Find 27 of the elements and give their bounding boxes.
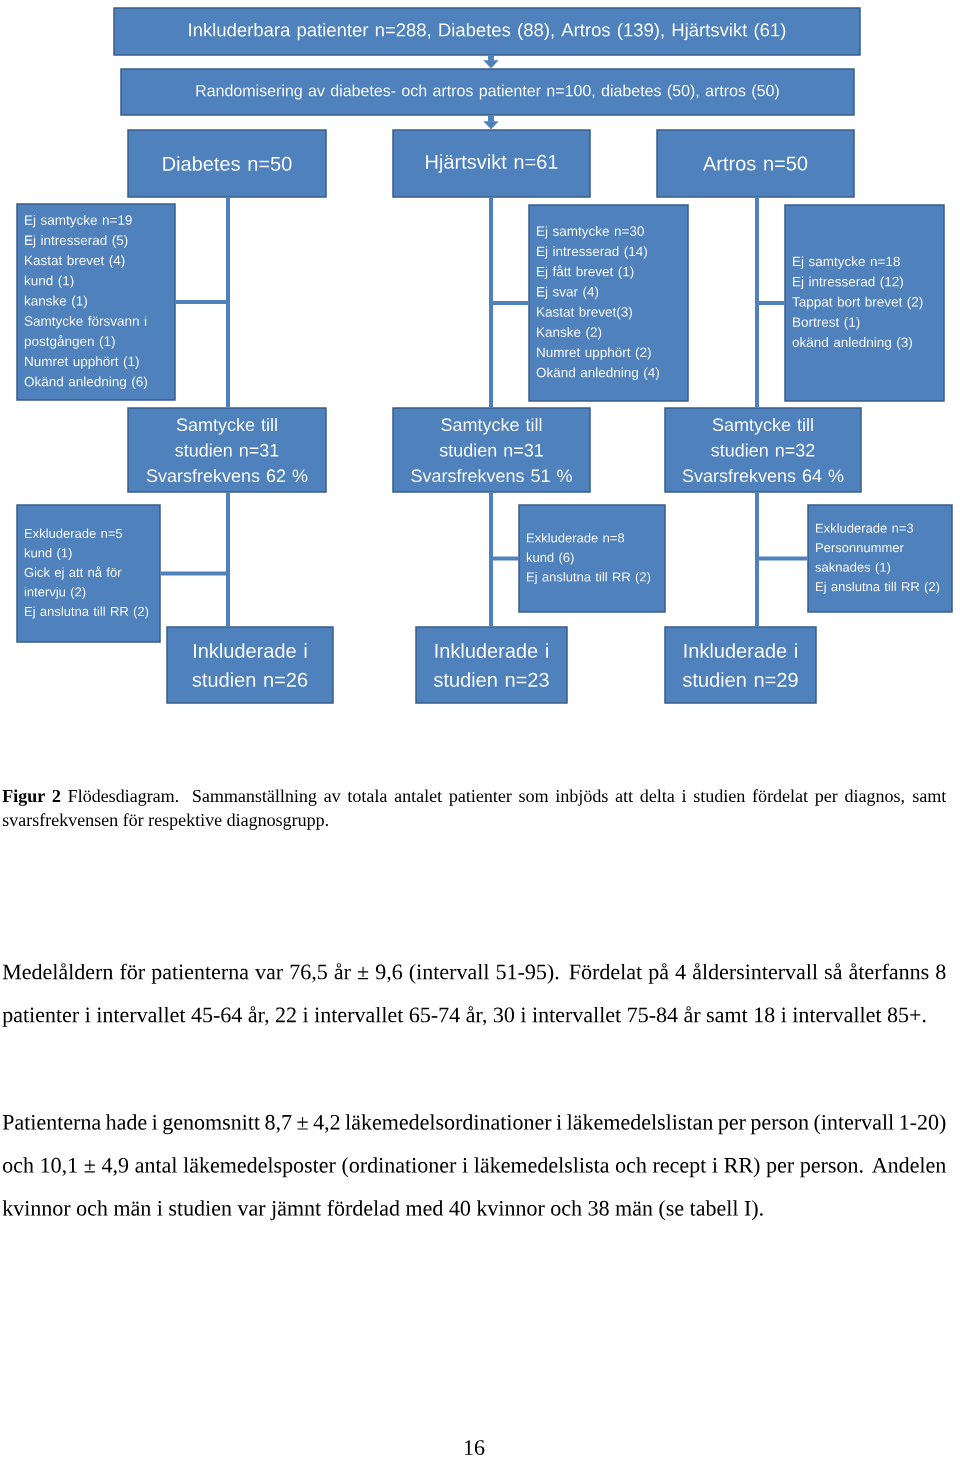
flow-box: Exkluderade n=5 kund (1) Gick ej att nå för intervju (2) Ej anslutna till RR (2) <box>16 504 161 643</box>
flow-box: Inkluderbara patienter n=288, Diabetes (88), Artros (139), Hjärtsvikt (61) <box>113 7 861 56</box>
flow-box: Inkluderade i studien n=23 <box>415 626 568 704</box>
caption: Figur 2 Flödesdiagram. Sammanställning av totala antalet patienter som inbjöds att delta i studien fördelat per diagnos, samt svarsfrekvensen för respektive diagnosgrupp. <box>2 789 947 830</box>
flow-box: Ej samtycke n=18 Ej intresserad (12) Tappat bort brevet (2) Bortrest (1) okänd anledning (3) <box>784 204 945 402</box>
flow-box: Randomisering av diabetes- och artros patienter n=100, diabetes (50), artros (50) <box>120 68 855 116</box>
flow-box: Artros n=50 <box>656 129 855 198</box>
flow-box: Exkluderade n=8 kund (6) Ej anslutna till RR (2) <box>518 504 666 613</box>
flow-box: Samtycke till studien n=31 Svarsfrekvens 62 % <box>127 407 327 493</box>
flow-box: Ej samtycke n=19 Ej intresserad (5) Kastat brevet (4) kund (1) kanske (1) Samtycke försvann i postgången (1) Numret upphört (1) Okänd anledning (6) <box>16 203 176 401</box>
page-number: 16 <box>464 1440 485 1455</box>
connector-line <box>489 197 529 305</box>
connector-line <box>489 492 519 561</box>
flow-box: Diabetes n=50 <box>127 129 327 198</box>
connector-line <box>755 197 785 305</box>
flow-box: Ej samtycke n=30 Ej intresserad (14) Ej fått brevet (1) Ej svar (4) Kastat brevet(3) Kanske (2) Numret upphört (2) Okänd anledning (4) <box>528 204 689 402</box>
flow-box: Hjärtsvikt n=61 <box>392 129 591 198</box>
connector-line <box>160 492 230 576</box>
body-paragraph: Medelåldern för patienterna var 76,5 år ± 9,6 (intervall 51-95). Fördelat på 4 åldersintervall så återfanns 8 patienter i intervallet 45-64 år, 22 i intervallet 65-74 år, 30 i intervallet 75-84 år samt 18 i intervallet 85+. <box>2 963 946 1027</box>
connector-line <box>175 197 230 304</box>
body-paragraph: Patienterna hade i genomsnitt 8,7 ± 4,2 läkemedelsordinationer i läkemedelslistan per person (intervall 1-20) och 10,1 ± 4,9 antal läkemedelsposter (ordinationer i läkemedelslista och recept i RR) per person. Andelen kvinnor och män i studien var jämnt fördelad med 40 kvinnor och 38 män (se tabell I). <box>2 1114 946 1221</box>
connector-line <box>755 492 808 561</box>
flow-box: Samtycke till studien n=31 Svarsfrekvens 51 % <box>392 407 591 493</box>
flow-box: Inkluderade i studien n=26 <box>166 626 334 704</box>
flow-box: Inkluderade i studien n=29 <box>664 626 817 704</box>
flow-box: Exkluderade n=3 Personnummer saknades (1) Ej anslutna till RR (2) <box>807 504 953 613</box>
flow-box: Samtycke till studien n=32 Svarsfrekvens 64 % <box>664 407 862 493</box>
